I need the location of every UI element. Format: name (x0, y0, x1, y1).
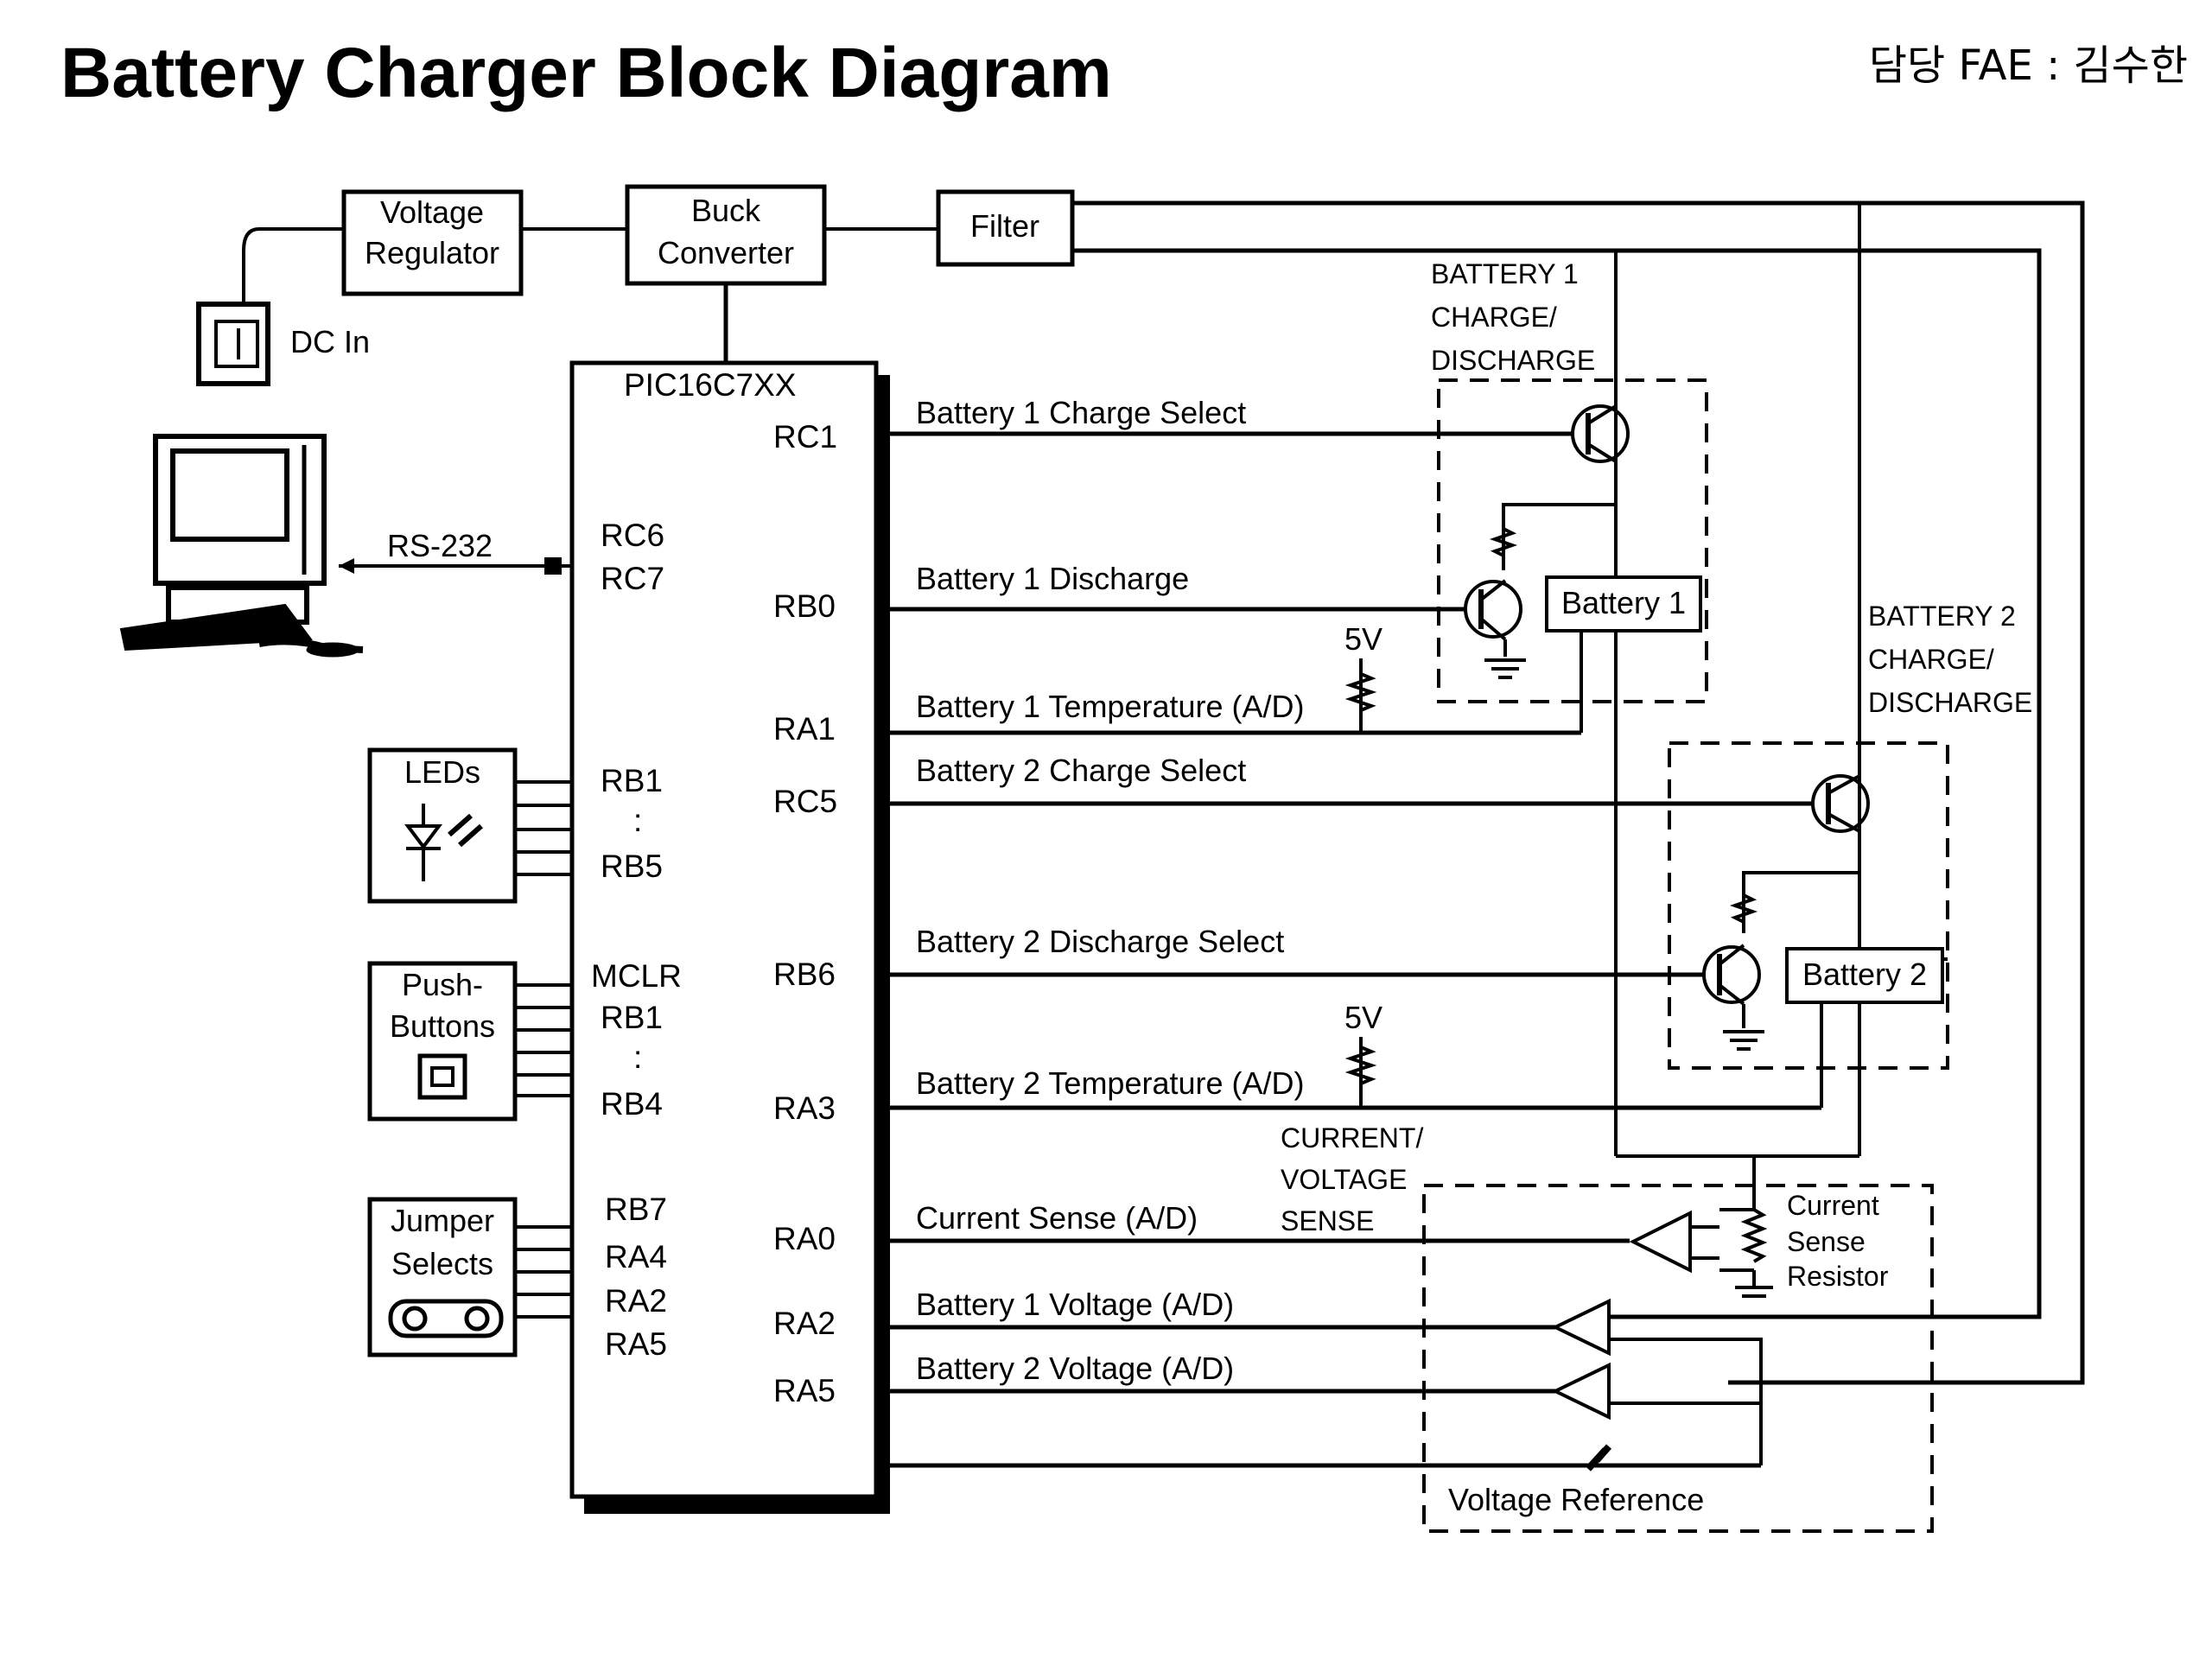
cv-section-label-1: CURRENT/ (1281, 1122, 1423, 1154)
mcu-block (569, 360, 879, 1499)
rs232-label: RS-232 (387, 528, 493, 563)
pin-ra2-left: RA2 (605, 1283, 667, 1319)
pin-dots-leds: : (633, 803, 642, 838)
pin-rb7: RB7 (605, 1192, 667, 1227)
bat1-section-label-3: DISCHARGE (1431, 345, 1595, 376)
signal-b1-voltage: Battery 1 Voltage (A/D) (916, 1287, 1234, 1322)
signal-b2-temp: Battery 2 Temperature (A/D) (916, 1065, 1305, 1101)
b1-voltage-amplifier-icon (1551, 1298, 1611, 1357)
voltage-reference-label: Voltage Reference (1448, 1482, 1704, 1517)
pin-rb5: RB5 (601, 849, 663, 884)
jumper-icon (388, 1299, 504, 1338)
pin-rc5: RC5 (773, 784, 837, 819)
filter-label: Filter (970, 208, 1039, 244)
buck-converter-label-2: Converter (658, 235, 794, 270)
bat2-section-label-1: BATTERY 2 (1868, 601, 2016, 632)
leds-label: LEDs (404, 754, 480, 790)
bat2-charge-transistor-icon (1811, 774, 1870, 833)
cv-section-label-2: VOLTAGE (1281, 1164, 1407, 1195)
dc-in-jack-icon (196, 302, 270, 386)
voltage-regulator-label-1: Voltage (380, 194, 484, 230)
led-icon (404, 804, 483, 881)
push-button-icon (417, 1053, 467, 1100)
computer-icon (119, 434, 364, 658)
bat2-section-label-2: CHARGE/ (1868, 644, 1994, 675)
voltage-regulator-block (341, 189, 524, 296)
bat1-section-label-1: BATTERY 1 (1431, 258, 1579, 289)
supply-5v-1: 5V (1344, 621, 1382, 657)
pin-rb6: RB6 (773, 957, 836, 992)
pin-rb0: RB0 (773, 588, 836, 624)
supply-5v-2: 5V (1344, 1000, 1382, 1035)
battery2-block (1785, 947, 1944, 1004)
pin-ra0: RA0 (773, 1221, 836, 1256)
bat2-section-label-3: DISCHARGE (1868, 687, 2032, 718)
pin-rb1-leds: RB1 (601, 763, 663, 798)
jumper-selects-block (367, 1197, 518, 1357)
pin-ra2-right: RA2 (773, 1306, 836, 1341)
bat1-section-frame (1437, 378, 1708, 703)
pin-rc1: RC1 (773, 419, 837, 454)
sense-resistor-label-1: Current (1787, 1190, 1879, 1221)
signal-b2-charge: Battery 2 Charge Select (916, 753, 1246, 788)
pin-ra5-left: RA5 (605, 1326, 667, 1362)
author-label: 담당 FAE : 김수한 (1868, 41, 2188, 90)
pin-ra4: RA4 (605, 1239, 667, 1274)
bat1-discharge-transistor-icon (1464, 579, 1522, 641)
page-title: Battery Charger Block Diagram (60, 34, 1112, 112)
sense-resistor-label-2: Sense (1787, 1226, 1866, 1257)
signal-b2-discharge: Battery 2 Discharge Select (916, 924, 1284, 959)
pin-ra5-right: RA5 (773, 1373, 836, 1408)
signal-current-sense: Current Sense (A/D) (916, 1200, 1198, 1236)
jumper-selects-label-2: Selects (391, 1246, 493, 1281)
pin-dots-buttons: : (633, 1039, 642, 1075)
pin-rc7: RC7 (601, 561, 664, 596)
pin-ra1: RA1 (773, 711, 836, 747)
bat1-section-label-2: CHARGE/ (1431, 302, 1557, 333)
pin-ra3: RA3 (773, 1090, 836, 1126)
b2-voltage-amplifier-icon (1551, 1362, 1611, 1421)
pin-mclr: MCLR (591, 958, 682, 994)
current-sense-amplifier-icon (1629, 1210, 1719, 1274)
signal-b1-charge: Battery 1 Charge Select (916, 395, 1246, 430)
bat1-charge-transistor-icon (1571, 404, 1630, 463)
current-sense-resistor-icon (1719, 1156, 1773, 1298)
leds-block (367, 747, 518, 904)
pin-rb1-buttons: RB1 (601, 1000, 663, 1035)
cv-section-label-3: SENSE (1281, 1205, 1374, 1236)
cv-section-frame (1422, 1184, 1934, 1533)
pin-rc6: RC6 (601, 518, 664, 553)
battery1-label: Battery 1 (1561, 585, 1686, 620)
bat2-discharge-transistor-icon (1702, 944, 1761, 1006)
bat2-section-frame (1668, 741, 1949, 1070)
jumper-selects-label-1: Jumper (391, 1203, 494, 1238)
battery1-block (1545, 575, 1702, 632)
pin-rb4: RB4 (601, 1086, 663, 1122)
voltage-regulator-label-2: Regulator (365, 235, 499, 270)
signal-b1-temp: Battery 1 Temperature (A/D) (916, 689, 1305, 724)
signal-b1-discharge: Battery 1 Discharge (916, 561, 1189, 596)
buck-converter-label-1: Buck (691, 193, 761, 228)
signal-b2-voltage: Battery 2 Voltage (A/D) (916, 1351, 1234, 1386)
push-buttons-label-1: Push- (402, 967, 483, 1002)
mcu-label: PIC16C7XX (624, 367, 797, 403)
battery2-label: Battery 2 (1802, 957, 1927, 992)
dc-in-label: DC In (290, 324, 370, 359)
sense-resistor-label-3: Resistor (1787, 1261, 1889, 1292)
push-buttons-label-2: Buttons (390, 1008, 495, 1044)
push-buttons-block (367, 961, 518, 1122)
